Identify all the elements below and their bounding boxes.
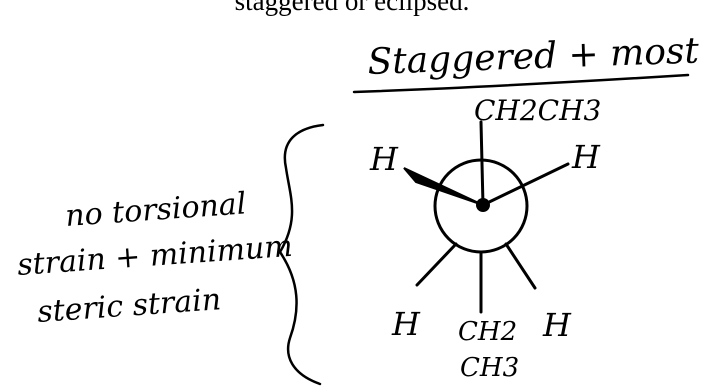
front-bond-top <box>479 120 485 207</box>
back-bond-left <box>415 242 458 287</box>
label-front-left: H <box>369 140 399 178</box>
curly-brace <box>278 123 325 386</box>
front-bond-right <box>481 162 570 207</box>
printed-text-line: staggered or eclipsed. <box>234 0 470 16</box>
note-line-3: steric strain <box>36 282 222 330</box>
note-line-1: no torsional <box>64 186 247 234</box>
label-back-right: H <box>542 306 572 344</box>
heading-underline <box>352 73 690 94</box>
front-bond-left-wedge <box>403 167 484 206</box>
note-line-2: strain + minimum <box>16 229 294 283</box>
heading-staggered-most-stable: Staggered + most stable <box>367 26 704 83</box>
label-back-left: H <box>391 305 421 343</box>
label-back-bottom-1: CH2 <box>458 317 517 347</box>
label-back-bottom-2: CH3 <box>460 353 519 383</box>
label-front-right: H <box>571 138 601 176</box>
back-bond-right <box>504 242 537 290</box>
label-front-top: CH2CH3 <box>474 94 601 127</box>
